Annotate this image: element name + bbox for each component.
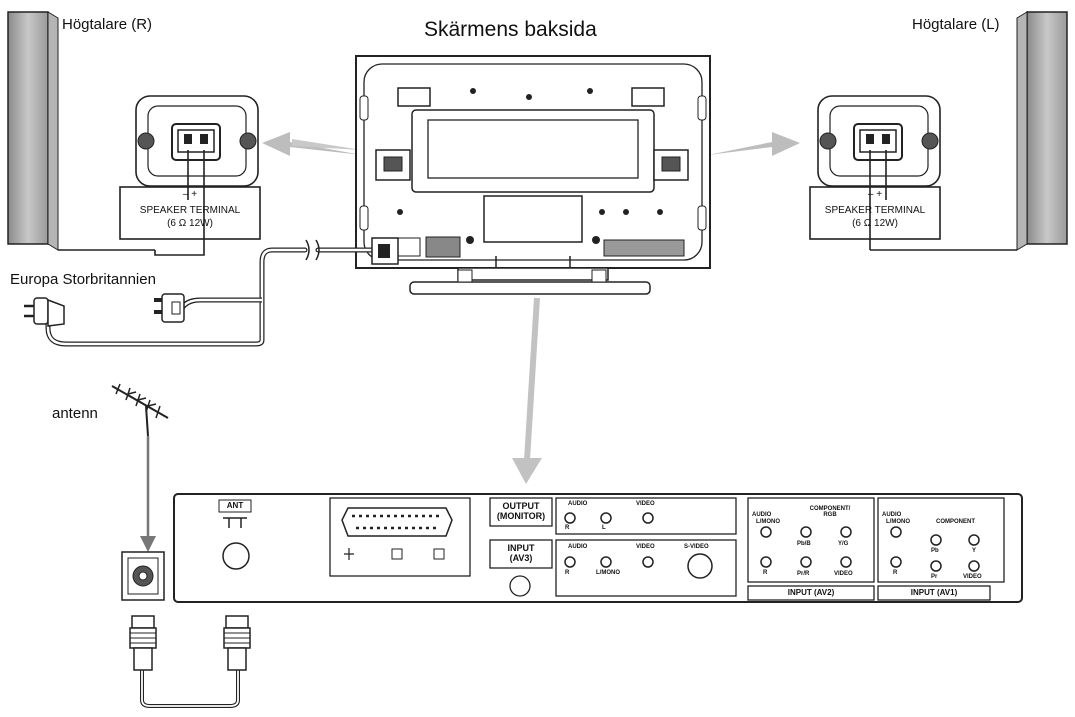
output-audio-label: AUDIO <box>568 501 588 507</box>
av3-audio-label: AUDIO <box>568 544 588 550</box>
speaker-right <box>7 11 155 251</box>
av1-audio-label: AUDIO <box>882 512 902 518</box>
av1-pb-label: Pb <box>931 548 939 554</box>
av2-audio-label: AUDIO <box>752 512 772 518</box>
output-video-label: VIDEO <box>636 501 655 507</box>
coax-connector-left <box>129 615 157 671</box>
av3-video-label: VIDEO <box>636 544 655 550</box>
av3-svideo-label: S-VIDEO <box>684 544 709 550</box>
av1-component-label: COMPONENT <box>936 519 975 525</box>
tv-stand <box>409 256 651 295</box>
speaker-left <box>870 11 1068 251</box>
input-av2-label: INPUT (AV2) <box>787 588 835 597</box>
arrow-to-connection-panel <box>512 297 542 484</box>
power-cord <box>45 237 399 347</box>
antenna-label: antenn <box>52 405 98 422</box>
av1-r-label: R <box>893 570 898 576</box>
av2-lmono-label: L/MONO <box>756 519 780 525</box>
av1-pr-label: Pr <box>931 574 938 580</box>
terminal-left-name: SPEAKER TERMINAL <box>824 205 926 216</box>
av1-lmono-label: L/MONO <box>886 519 910 525</box>
output-monitor-label: OUTPUT (MONITOR) <box>496 501 546 521</box>
terminal-right-name: SPEAKER TERMINAL <box>139 205 241 216</box>
av1-y-label: Y <box>972 548 977 554</box>
tv-rear <box>355 55 711 269</box>
plug-uk <box>154 293 185 323</box>
av2-r-label: R <box>763 570 768 576</box>
av1-video-label: VIDEO <box>963 574 982 580</box>
diagram-title: Skärmens baksida <box>424 18 597 41</box>
antenna-cable <box>140 668 240 708</box>
av3-r-label: R <box>565 570 570 576</box>
input-av1-label: INPUT (AV1) <box>910 588 958 597</box>
coax-connector-right <box>223 615 251 671</box>
terminal-left-rating: (6 Ω 12W) <box>852 218 898 229</box>
speaker-terminal-right <box>119 95 261 256</box>
av2-video-label: VIDEO <box>834 571 853 577</box>
speaker-left-label: Högtalare (L) <box>912 16 1000 33</box>
ant-label: ANT <box>226 501 244 510</box>
arrow-to-terminal-left <box>708 132 800 156</box>
plug-europe <box>24 297 65 327</box>
output-r-label: R <box>565 525 570 531</box>
terminal-right-rating: (6 Ω 12W) <box>167 218 213 229</box>
plug-label: Europa Storbritannien <box>10 271 156 288</box>
speaker-terminal-left <box>809 95 941 250</box>
speaker-right-label: Högtalare (R) <box>62 16 153 33</box>
output-l-label: L <box>602 525 606 531</box>
av3-lmono-label: L/MONO <box>596 570 620 576</box>
av2-component-rgb-label: COMPONENT/ RGB <box>809 506 851 518</box>
terminal-left-polarity: – + <box>867 189 883 200</box>
terminal-right-polarity: – + <box>182 189 198 200</box>
av2-yg-label: Y/G <box>838 541 849 547</box>
wall-antenna-socket <box>121 551 165 601</box>
av2-prr-label: Pr/R <box>797 571 810 577</box>
connection-panel <box>173 493 1023 603</box>
av2-pbb-label: Pb/B <box>797 541 811 547</box>
antenna <box>111 383 169 552</box>
arrow-to-terminal-right <box>262 132 362 156</box>
input-av3-label: INPUT (AV3) <box>507 543 535 563</box>
